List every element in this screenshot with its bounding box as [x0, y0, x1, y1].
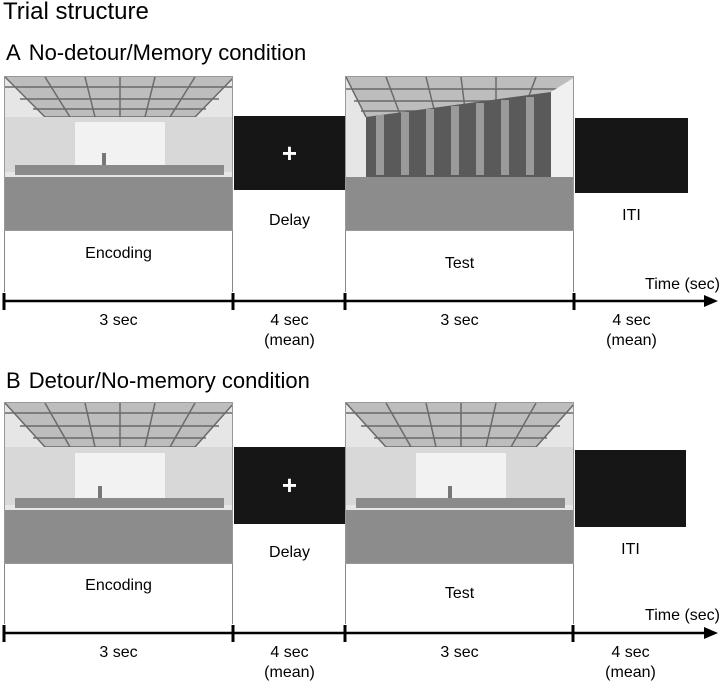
panel-a-time-label: Time (sec) [645, 276, 720, 293]
panel-b-duration-iti-value: 4 sec [611, 644, 650, 661]
panel-b-title: Detour/No-memory condition [28, 368, 310, 393]
panel-a-duration-iti: 4 sec (mean) [575, 311, 688, 351]
panel-b-duration-iti: 4 sec (mean) [575, 643, 686, 683]
panel-a-phase-test: Test [444, 255, 475, 272]
panel-a-duration-test: 3 sec [440, 312, 479, 329]
panel-a-label: A No-detour/Memory condition [6, 40, 306, 66]
panel-b-phase-encoding: Encoding [85, 577, 152, 594]
panel-b-duration-test: 3 sec [440, 644, 479, 661]
panel-b-tick [571, 625, 575, 642]
panel-a-time-arrow [704, 295, 718, 307]
panel-b-label: B Detour/No-memory condition [6, 368, 310, 394]
panel-b-test-scene-image [346, 403, 573, 563]
panel-a-tick [231, 293, 235, 310]
panel-b-phase-test: Test [444, 585, 475, 602]
panel-a-test-scene-image [346, 77, 573, 230]
panel-a-test-scene [345, 76, 574, 231]
panel-b-duration-delay-note: (mean) [264, 664, 315, 681]
panel-b-duration-delay: 4 sec (mean) [234, 643, 345, 683]
panel-b-tick [2, 625, 6, 642]
panel-b-tick [343, 625, 347, 642]
panel-b-duration-delay-value: 4 sec [270, 644, 309, 661]
panel-a-duration-delay: 4 sec (mean) [234, 311, 345, 351]
panel-b-tick [231, 625, 235, 642]
panel-a-duration-encoding: 3 sec [99, 312, 138, 329]
panel-b-delay-screen [234, 447, 345, 524]
panel-a-duration-iti-value: 4 sec [612, 312, 651, 329]
panel-b-timeline [2, 625, 718, 642]
panel-b-encoding-scene-image [5, 403, 232, 563]
panel-b-time-arrow [704, 627, 718, 639]
panel-b-test-scene [345, 402, 574, 564]
panel-a-fixation-cross: + [281, 138, 298, 168]
panel-b-phase-iti: ITI [621, 541, 640, 558]
panel-a-encoding-scene [4, 76, 233, 231]
panel-b-phase-delay: Delay [269, 544, 310, 561]
panel-a-phase-iti: ITI [622, 207, 641, 224]
panel-a-title: No-detour/Memory condition [28, 40, 307, 65]
panel-a-duration-delay-note: (mean) [264, 332, 315, 349]
panel-a-duration-iti-note: (mean) [606, 332, 657, 349]
figure-title: Trial structure [3, 0, 149, 25]
panel-b-time-label: Time (sec) [645, 607, 720, 624]
panel-a-delay-screen [234, 116, 345, 190]
panel-b-fixation-cross: + [281, 470, 298, 500]
panel-b-duration-encoding: 3 sec [99, 644, 138, 661]
panel-a-timeline [2, 293, 718, 310]
panel-a-phase-delay: Delay [269, 212, 310, 229]
panel-a-letter: A [6, 40, 21, 65]
panel-a-tick [343, 293, 347, 310]
panel-a-encoding-scene-image [5, 77, 232, 230]
panel-b-letter: B [6, 368, 21, 393]
panel-b-duration-iti-note: (mean) [605, 664, 656, 681]
panel-a-tick [2, 293, 6, 310]
panel-a-tick [572, 293, 576, 310]
panel-a-iti-screen [575, 118, 688, 193]
panel-b-encoding-scene [4, 402, 233, 564]
panel-a-duration-delay-value: 4 sec [270, 312, 309, 329]
panel-b-iti-screen [575, 450, 686, 527]
panel-a-phase-encoding: Encoding [85, 245, 152, 262]
